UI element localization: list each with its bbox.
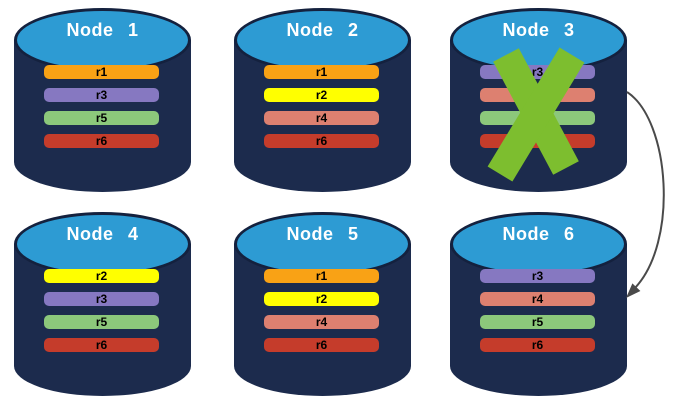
replica-bar: r1 [264,269,379,283]
node-title: Node 2 [286,20,359,40]
replica-label: r4 [315,111,328,125]
replica-label: r5 [95,111,108,125]
node-1-replica-list: r1 r3 r5 r6 [44,65,159,148]
replica-label: r1 [95,65,108,79]
replica-bar: r6 [264,134,379,148]
node-3-replica-list: r3 r4 r5 r6 [480,65,595,148]
replica-bar: r6 [44,338,159,352]
node-5-cylinder-top: Node 5 [234,212,411,276]
replica-bar: r1 [44,65,159,79]
node-3-cylinder-top: Node 3 [450,8,627,72]
replica-bar: r5 [480,315,595,329]
replica-bar: r6 [480,338,595,352]
node-1-cylinder-top: Node 1 [14,8,191,72]
replica-label: r6 [531,134,544,148]
replica-label: r6 [531,338,544,352]
replica-bar: r3 [44,88,159,102]
replica-label: r3 [531,65,544,79]
rebalance-arrow [626,91,665,298]
node-title: Node 4 [66,224,139,244]
replica-label: r1 [315,269,328,283]
node-6-replica-list: r3 r4 r5 r6 [480,269,595,352]
replica-bar: r3 [480,65,595,79]
replica-bar: r6 [264,338,379,352]
replica-bar: r2 [264,292,379,306]
node-4: Node 4 r2 r3 r5 r6 [14,212,191,396]
replica-bar: r6 [44,134,159,148]
replica-label: r3 [531,269,544,283]
node-1: Node 1 r1 r3 r5 r6 [14,8,191,192]
node-4-replica-list: r2 r3 r5 r6 [44,269,159,352]
replica-bar: r4 [264,315,379,329]
replica-label: r4 [531,292,544,306]
replica-label: r5 [531,315,544,329]
replica-label: r5 [531,111,544,125]
node-4-cylinder-top: Node 4 [14,212,191,276]
node-2-replica-list: r1 r2 r4 r6 [264,65,379,148]
replica-label: r2 [315,88,328,102]
node-5-replica-list: r1 r2 r4 r6 [264,269,379,352]
replica-bar: r5 [44,111,159,125]
node-3: Node 3 r3 r4 r5 r6 [450,8,627,192]
replica-bar: r4 [264,111,379,125]
replica-bar: r1 [264,65,379,79]
replica-bar: r4 [480,88,595,102]
replica-bar: r5 [480,111,595,125]
node-5: Node 5 r1 r2 r4 r6 [234,212,411,396]
replica-label: r4 [315,315,328,329]
node-title: Node 5 [286,224,359,244]
node-2-cylinder-top: Node 2 [234,8,411,72]
node-title: Node 1 [66,20,139,40]
replica-label: r6 [315,338,328,352]
replica-label: r3 [95,292,108,306]
node-6-cylinder-top: Node 6 [450,212,627,276]
replica-bar: r4 [480,292,595,306]
replica-label: r4 [531,88,544,102]
replica-label: r5 [95,315,108,329]
replica-bar: r6 [480,134,595,148]
replica-label: r2 [95,269,108,283]
replica-label: r6 [95,134,108,148]
replica-label: r6 [95,338,108,352]
replica-label: r2 [315,292,328,306]
node-title: Node 6 [502,224,575,244]
replica-label: r6 [315,134,328,148]
replica-bar: r2 [264,88,379,102]
node-6: Node 6 r3 r4 r5 r6 [450,212,627,396]
replica-bar: r2 [44,269,159,283]
node-title: Node 3 [502,20,575,40]
replica-label: r3 [95,88,108,102]
replica-bar: r3 [44,292,159,306]
node-2: Node 2 r1 r2 r4 r6 [234,8,411,192]
replica-label: r1 [315,65,328,79]
replica-bar: r5 [44,315,159,329]
replica-bar: r3 [480,269,595,283]
